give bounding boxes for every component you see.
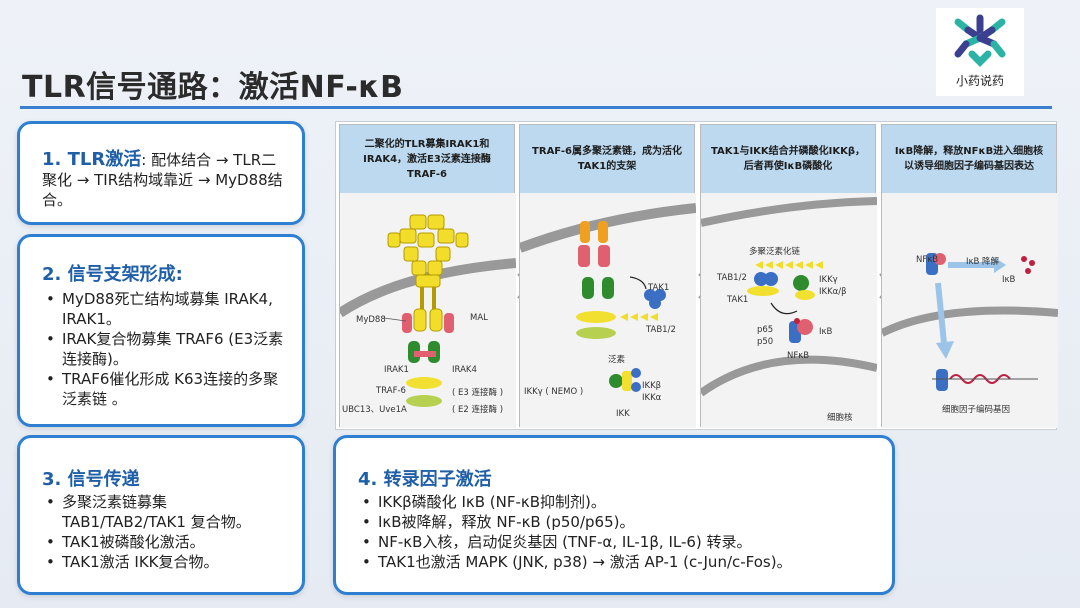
- label-ikkg: IKKγ: [819, 275, 838, 285]
- label-myd88: MyD88: [356, 315, 386, 325]
- panel-3: TAK1与IKK结合并磷酸化IKKβ，后者再使IκB磷酸化 多聚泛素化链 TAB…: [700, 124, 877, 428]
- panel-3-header: TAK1与IKK结合并磷酸化IKKβ，后者再使IκB磷酸化: [701, 125, 875, 193]
- list-item: IKKβ磷酸化 IκB (NF-κB抑制剂)。: [358, 492, 874, 512]
- card-3-title: 3. 信号传递: [42, 469, 140, 490]
- list-item: TAK1也激活 MAPK (JNK, p38) → 激活 AP-1 (c-Jun…: [358, 552, 874, 572]
- card-tlr-activation: 1. TLR激活: 配体结合 → TLR二聚化 → TIR结构域靠近 → MyD…: [17, 121, 305, 225]
- label-tak1: TAK1: [727, 295, 749, 305]
- panel-4-header: IκB降解，释放NFκB进入细胞核以诱导细胞因子编码基因表达: [882, 125, 1056, 193]
- panel-1-diagram: [340, 193, 516, 428]
- panel-1-header: 二聚化的TLR募集IRAK1和IRAK4，激活E3泛素连接酶TRAF-6: [340, 125, 514, 193]
- label-tab12: TAB1/2: [646, 325, 676, 335]
- label-ikkb: IKKβ: [642, 381, 662, 391]
- panel-2-header: TRAF-6属多聚泛素链，成为活化TAK1的支架: [520, 125, 694, 193]
- label-e3: ( E3 连接酶 ): [452, 388, 504, 398]
- label-cytokine-gene: 细胞因子编码基因: [942, 405, 1011, 415]
- logo-text: 小药说药: [955, 74, 1004, 88]
- card-3-list: 多聚泛素链募集 TAB1/TAB2/TAK1 复合物。 TAK1被磷酸化激活。 …: [42, 492, 284, 572]
- logo: 小药说药: [936, 8, 1024, 96]
- panel-4: IκB降解，释放NFκB进入细胞核以诱导细胞因子编码基因表达 NFκB IκB …: [881, 124, 1058, 428]
- label-ikkg: IKKγ ( NEMO ): [524, 387, 584, 397]
- card-2-title: 2. 信号支架形成:: [42, 264, 183, 285]
- list-item: MyD88死亡结构域募集 IRAK4, IRAK1。: [42, 289, 284, 329]
- label-ikb: IκB: [1002, 275, 1016, 285]
- list-item: NF-κB入核，启动促炎基因 (TNF-α, IL-1β, IL-6) 转录。: [358, 532, 874, 552]
- panel-4-diagram: [882, 193, 1058, 428]
- label-irak4: IRAK4: [452, 365, 477, 375]
- card-signal-scaffold: 2. 信号支架形成: MyD88死亡结构域募集 IRAK4, IRAK1。 IR…: [17, 234, 305, 427]
- list-item: TRAF6催化形成 K63连接的多聚泛素链 。: [42, 369, 284, 409]
- label-ikb: IκB: [819, 327, 833, 337]
- label-ubc: UBC13、Uve1A: [342, 405, 407, 415]
- label-p50: p50: [757, 337, 774, 347]
- label-p65: p65: [757, 325, 774, 335]
- label-tak1: TAK1: [648, 283, 670, 293]
- label-nfkb: NFκB: [787, 351, 810, 361]
- panel-2: TRAF-6属多聚泛素链，成为活化TAK1的支架 TAK1 TAB1/2 泛素 …: [519, 124, 696, 428]
- label-tab12: TAB1/2: [717, 273, 747, 283]
- list-item: 多聚泛素链募集 TAB1/TAB2/TAK1 复合物。: [42, 492, 284, 532]
- card-2-list: MyD88死亡结构域募集 IRAK4, IRAK1。 IRAK复合物募集 TRA…: [42, 289, 284, 409]
- label-nucleus: 细胞核: [827, 413, 853, 423]
- pathway-figure: 二聚化的TLR募集IRAK1和IRAK4，激活E3泛素连接酶TRAF-6: [335, 121, 1058, 430]
- card-1-text: 1. TLR激活: 配体结合 → TLR二聚化 → TIR结构域靠近 → MyD…: [42, 136, 284, 210]
- card-signal-transduction: 3. 信号传递 多聚泛素链募集 TAB1/TAB2/TAK1 复合物。 TAK1…: [17, 435, 305, 595]
- panel-1: 二聚化的TLR募集IRAK1和IRAK4，激活E3泛素连接酶TRAF-6: [339, 124, 516, 428]
- label-ubiquitin: 泛素: [608, 355, 626, 365]
- label-ikb-degradation: IκB 降解: [966, 257, 1000, 267]
- list-item: IRAK复合物募集 TRAF6 (E3泛素连接酶)。: [42, 329, 284, 369]
- label-chain: 多聚泛素化链: [749, 247, 801, 257]
- title-divider: [20, 106, 1052, 109]
- card-4-list: IKKβ磷酸化 IκB (NF-κB抑制剂)。 IκB被降解，释放 NF-κB …: [358, 492, 874, 572]
- label-ikkab: IKKα/β: [819, 287, 847, 297]
- logo-mark-icon: [954, 14, 1006, 67]
- label-traf6: TRAF-6: [376, 386, 406, 396]
- label-irak1: IRAK1: [384, 365, 409, 375]
- list-item: IκB被降解，释放 NF-κB (p50/p65)。: [358, 512, 874, 532]
- label-nfkb: NFκB: [916, 255, 939, 265]
- card-1-title: 1. TLR激活: [42, 149, 142, 170]
- panel-2-diagram: [520, 193, 696, 428]
- label-ikka: IKKα: [642, 393, 662, 403]
- panel-3-diagram: [701, 193, 877, 428]
- card-1-body: : 配体结合 → TLR二聚化 → TIR结构域靠近 → MyD88结合。: [42, 151, 283, 209]
- label-mal: MAL: [470, 313, 488, 323]
- page-title: TLR信号通路：激活NF-κB: [22, 70, 404, 105]
- label-ikk: IKK: [616, 409, 630, 419]
- card-4-title: 4. 转录因子激活: [358, 469, 492, 490]
- card-tf-activation: 4. 转录因子激活 IKKβ磷酸化 IκB (NF-κB抑制剂)。 IκB被降解…: [333, 435, 895, 595]
- list-item: TAK1被磷酸化激活。: [42, 532, 284, 552]
- label-e2: ( E2 连接酶 ): [452, 405, 504, 415]
- list-item: TAK1激活 IKK复合物。: [42, 552, 284, 572]
